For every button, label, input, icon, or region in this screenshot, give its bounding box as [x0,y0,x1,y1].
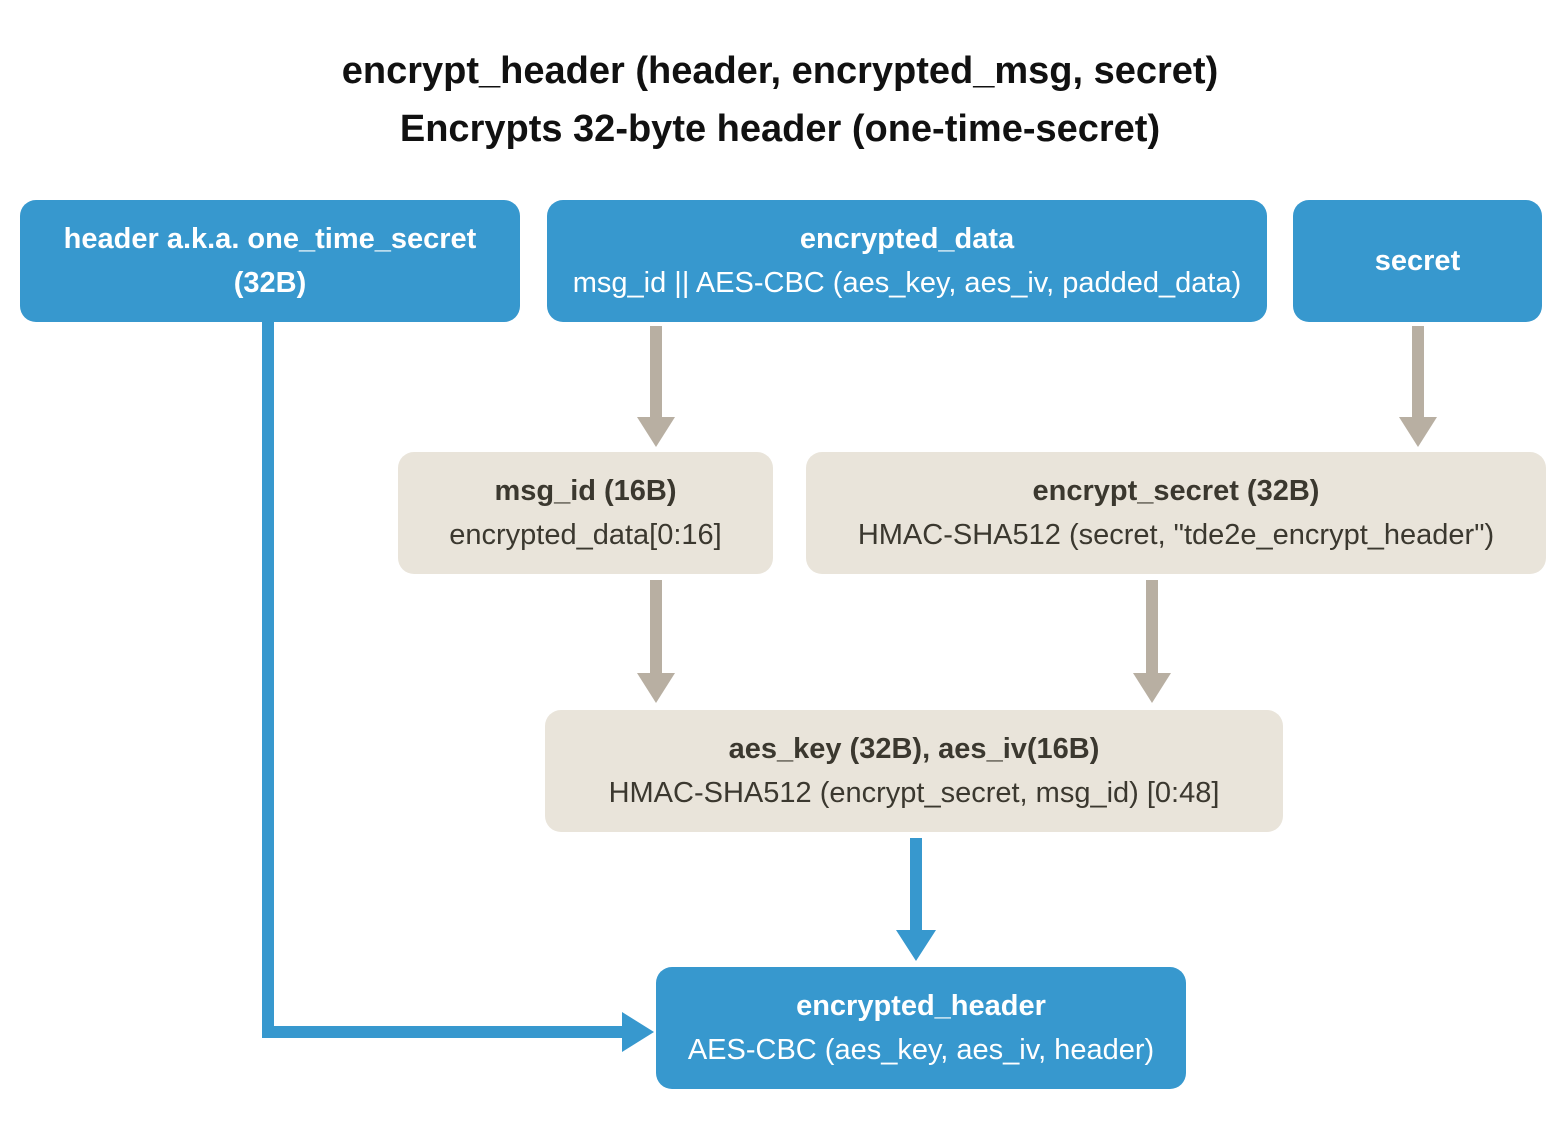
node-encrypted-header-title: encrypted_header [796,990,1046,1022]
node-header-input: header a.k.a. one_time_secret (32B) [20,200,520,322]
node-encrypt-secret-subtitle: HMAC-SHA512 (secret, "tde2e_encrypt_head… [857,519,1495,551]
edge-encrypt-secret-to-aes-key [1133,580,1171,703]
node-encrypted-data: encrypted_data msg_id || AES-CBC (aes_ke… [547,200,1267,322]
title-line-2: Encrypts 32-byte header (one-time-secret… [399,108,1161,150]
node-msg-id: msg_id (16B) encrypted_data[0:16] [398,452,773,574]
node-encrypt-secret-title: encrypt_secret (32B) [1032,475,1320,507]
node-encrypted-header-subtitle: AES-CBC (aes_key, aes_iv, header) [687,1034,1155,1066]
diagram-title: encrypt_header (header, encrypted_msg, s… [0,42,1560,158]
node-msg-id-title: msg_id (16B) [494,475,677,507]
node-aes-key-iv: aes_key (32B), aes_iv(16B) HMAC-SHA512 (… [545,710,1283,832]
node-header-input-subtitle: (32B) [233,267,307,299]
node-encrypted-header: encrypted_header AES-CBC (aes_key, aes_i… [656,967,1186,1089]
edge-aes-key-to-encrypted-header [896,838,936,961]
node-secret: secret [1293,200,1542,322]
node-aes-key-iv-subtitle: HMAC-SHA512 (encrypt_secret, msg_id) [0:… [608,777,1220,809]
title-line-1: encrypt_header (header, encrypted_msg, s… [341,50,1219,92]
node-encrypted-data-subtitle: msg_id || AES-CBC (aes_key, aes_iv, padd… [572,267,1242,299]
node-aes-key-iv-title: aes_key (32B), aes_iv(16B) [728,733,1100,765]
edge-msg-id-to-aes-key [637,580,675,703]
node-encrypted-data-title: encrypted_data [799,223,1015,255]
node-secret-title: secret [1374,245,1461,277]
edge-secret-to-encrypt-secret [1399,326,1437,447]
node-msg-id-subtitle: encrypted_data[0:16] [449,519,722,551]
edge-encrypted-data-to-msg-id [637,326,675,447]
node-header-input-title: header a.k.a. one_time_secret [63,223,477,255]
node-encrypt-secret: encrypt_secret (32B) HMAC-SHA512 (secret… [806,452,1546,574]
edge-header-to-encrypted-header [262,316,654,1052]
